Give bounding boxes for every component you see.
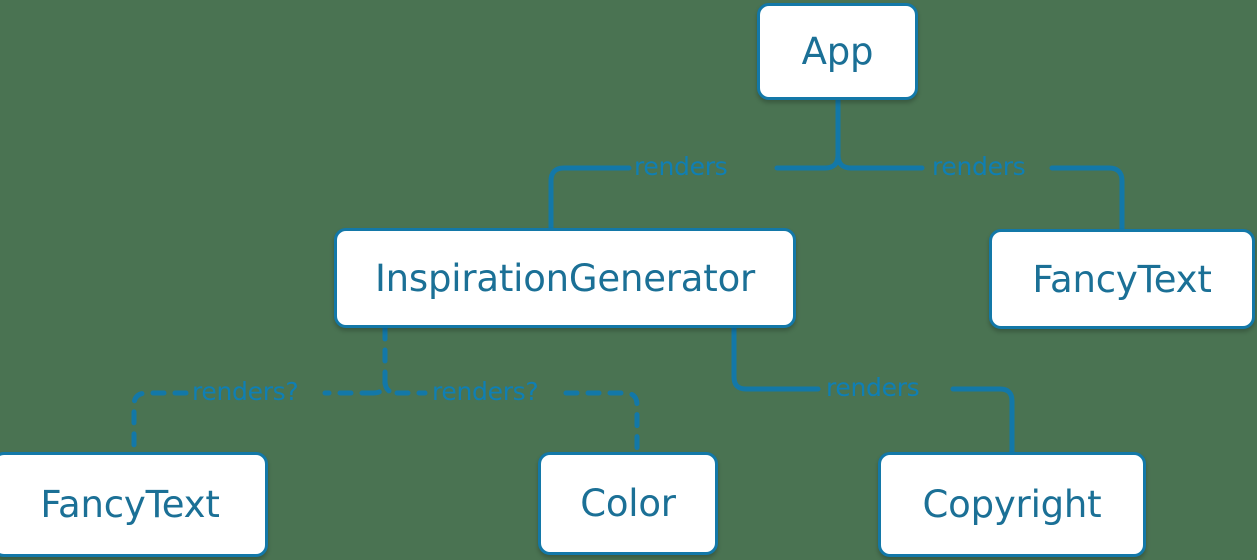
edge-inspirationgenerator-to-color-right — [563, 390, 640, 455]
edge-inspirationgenerator-to-copyright-left — [731, 325, 821, 392]
node-app-label: App — [801, 30, 874, 73]
edge-inspirationgenerator-dashed-stem-mirror — [382, 378, 400, 396]
edge-inspirationgenerator-to-fancytext-left — [131, 390, 189, 455]
edge-inspirationgenerator-to-copyright-right — [950, 386, 1015, 455]
edge-app-stem-mirror — [822, 152, 841, 171]
node-copyright[interactable]: Copyright — [878, 452, 1146, 557]
edge-label-inspirationgenerator-to-copyright: renders — [826, 373, 920, 402]
edge-label-inspirationgenerator-to-color: renders? — [432, 377, 539, 406]
edge-app-to-inspirationgenerator-left — [548, 165, 632, 231]
node-inspirationgenerator[interactable]: InspirationGenerator — [334, 228, 796, 328]
node-fancytext-right[interactable]: FancyText — [989, 229, 1255, 329]
node-color[interactable]: Color — [538, 452, 718, 555]
edge-label-inspirationgenerator-to-fancytext: renders? — [192, 377, 299, 406]
node-fancytext-right-label: FancyText — [1032, 257, 1212, 301]
node-color-label: Color — [580, 482, 676, 525]
node-fancytext-left-label: FancyText — [40, 483, 220, 526]
node-inspirationgenerator-label: InspirationGenerator — [374, 256, 756, 300]
edge-label-app-to-fancytext: renders — [932, 152, 1026, 181]
node-copyright-label: Copyright — [922, 483, 1102, 526]
edge-label-app-to-inspirationgenerator: renders — [634, 152, 728, 181]
edge-app-to-fancytext-right — [1049, 165, 1125, 232]
node-app[interactable]: App — [757, 3, 918, 100]
node-fancytext-left[interactable]: FancyText — [0, 452, 268, 557]
